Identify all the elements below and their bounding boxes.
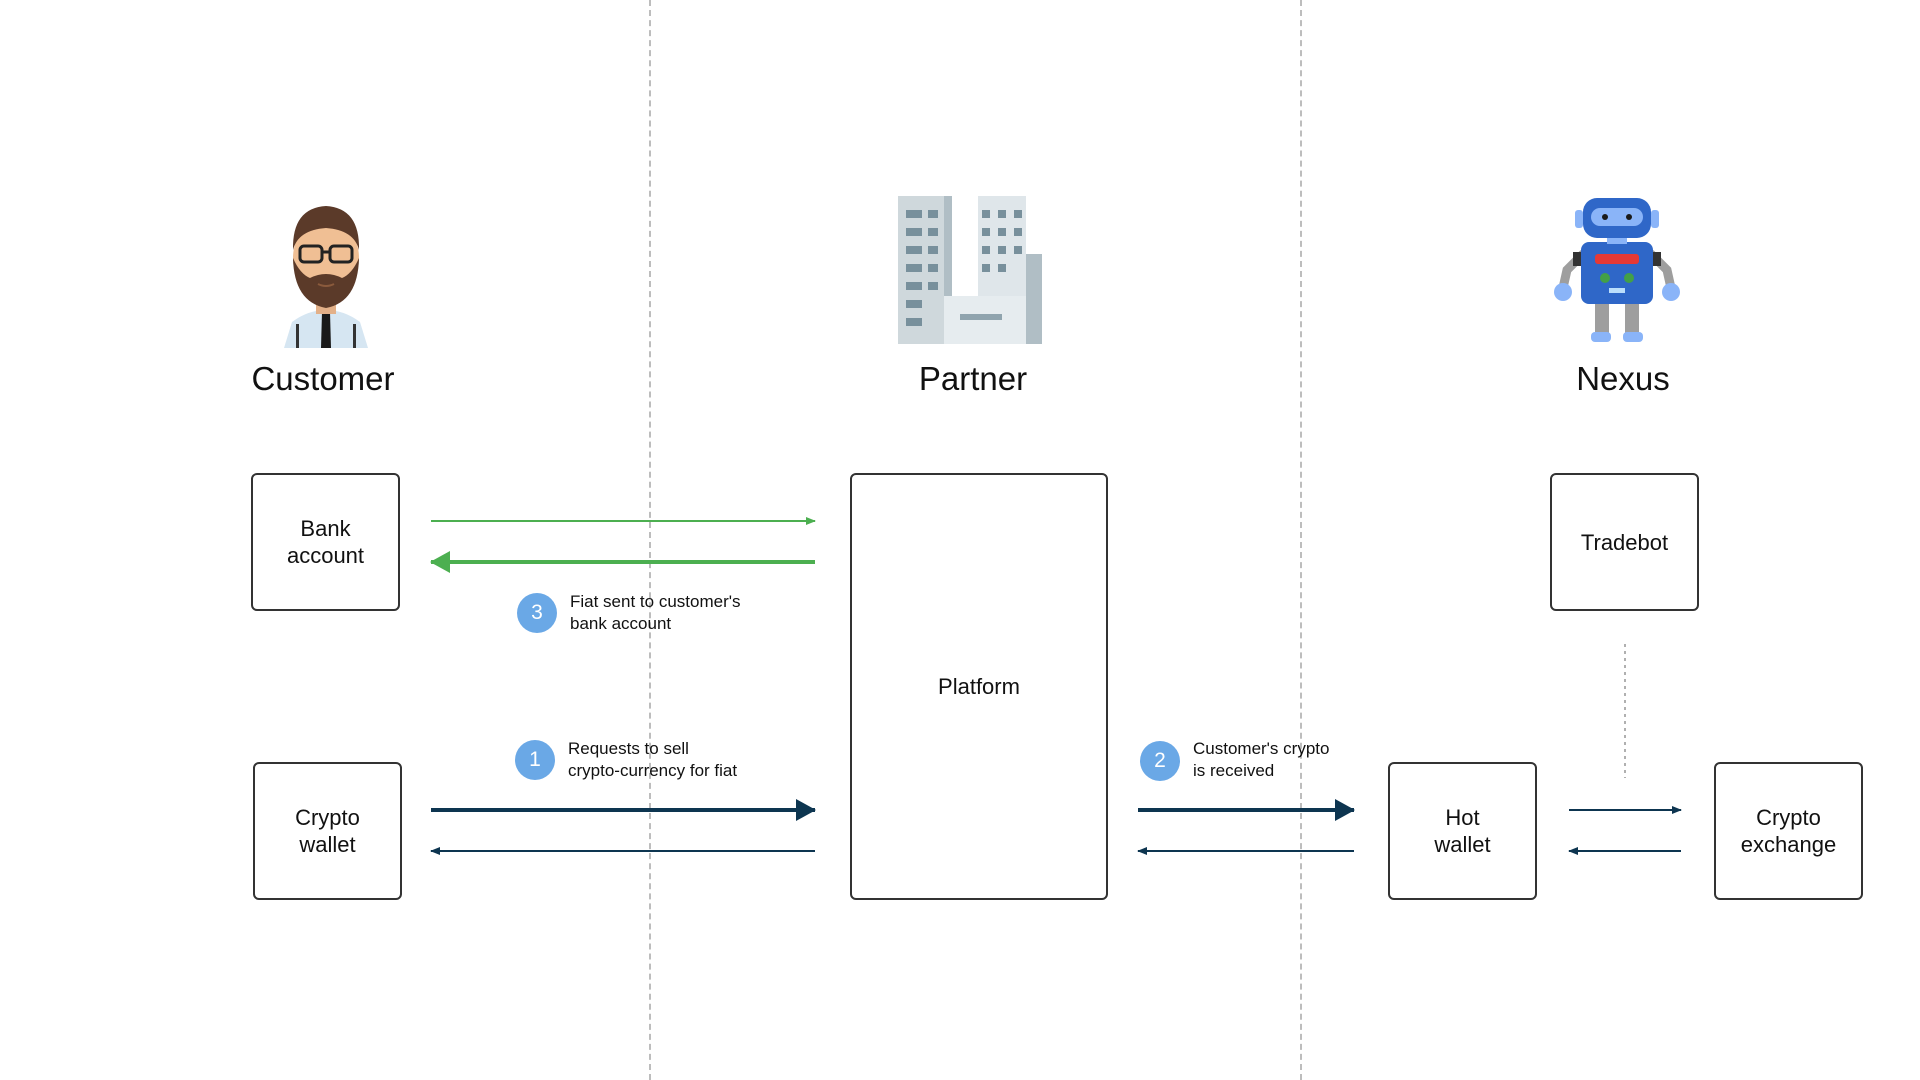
crypto-exchange-box: Crypto exchange: [1714, 762, 1863, 900]
platform-label: Platform: [938, 674, 1020, 699]
step-2-note: Customer's crypto is received: [1193, 739, 1330, 780]
hot-wallet-label: Hot wallet: [1434, 805, 1491, 857]
office-building-icon: [898, 196, 1042, 344]
nexus-label: Nexus: [1576, 360, 1670, 397]
bearded-man-icon: [284, 206, 368, 348]
bank-account-label: Bank account: [286, 516, 365, 568]
robot-icon: [1554, 198, 1680, 342]
customer-label: Customer: [251, 360, 395, 397]
hot-wallet-box: Hot wallet: [1388, 762, 1537, 900]
step-3-note: Fiat sent to customer's bank account: [570, 592, 741, 633]
crypto-exchange-label: Crypto exchange: [1740, 805, 1837, 857]
step-3-badge: 3: [517, 593, 557, 633]
step-1-badge: 1: [515, 740, 555, 780]
crypto-wallet-box: Crypto wallet: [253, 762, 402, 900]
column-divider-left: [649, 0, 651, 1080]
crypto-wallet-label: Crypto wallet: [295, 805, 360, 857]
tradebot-label: Tradebot: [1580, 529, 1669, 555]
step-1-note: Requests to sell crypto-currency for fia…: [568, 739, 738, 780]
tradebot-box: Tradebot: [1550, 473, 1699, 611]
step-2-badge: 2: [1140, 741, 1180, 781]
column-divider-right: [1300, 0, 1302, 1080]
partner-label: Partner: [918, 360, 1028, 397]
platform-box: Platform: [850, 473, 1108, 900]
bank-account-box: Bank account: [251, 473, 400, 611]
